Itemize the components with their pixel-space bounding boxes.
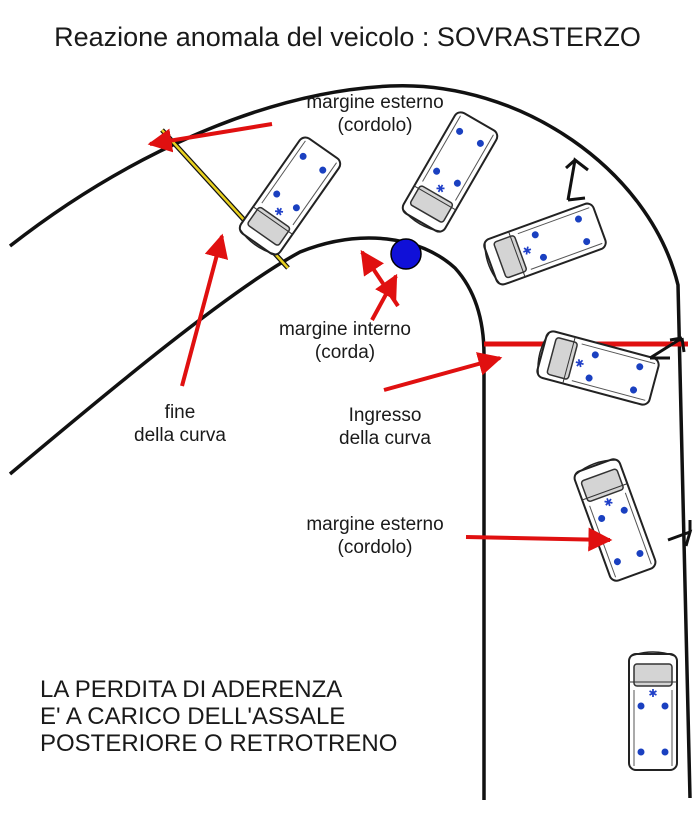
ambulance-icon: [570, 454, 659, 584]
label-curve-entry: Ingresso della curva: [339, 405, 431, 449]
red-arrow-icon: [370, 273, 398, 321]
label-curve-end: fine della curva: [134, 402, 226, 446]
ambulance-icon: [234, 133, 344, 260]
diagram-title: Reazione anomala del veicolo : SOVRASTER…: [54, 22, 641, 52]
label-outer-edge-bottom: margine esterno (cordolo): [306, 514, 444, 558]
motion-axis-icon: [649, 336, 686, 360]
motion-axis-icon: [565, 157, 589, 202]
apex-dot-icon: [390, 238, 422, 270]
red-arrow-icon: [465, 527, 613, 552]
motion-axis-icon: [667, 520, 693, 547]
ambulance-icon: [479, 200, 609, 289]
red-arrow-icon: [383, 352, 503, 392]
ambulance-icon: [628, 651, 678, 771]
red-arrow-icon: [180, 233, 229, 387]
ambulance-icon: [532, 328, 662, 408]
label-inner-edge: margine interno (corda): [278, 319, 412, 363]
red-arrow-icon: [147, 122, 273, 153]
label-outer-edge-top: margine esterno (cordolo): [306, 92, 444, 136]
inner-road-edge: [8, 236, 486, 800]
explanation-note: LA PERDITA DI ADERENZA E' A CARICO DELL'…: [40, 676, 398, 757]
outer-road-edge: [8, 84, 692, 799]
